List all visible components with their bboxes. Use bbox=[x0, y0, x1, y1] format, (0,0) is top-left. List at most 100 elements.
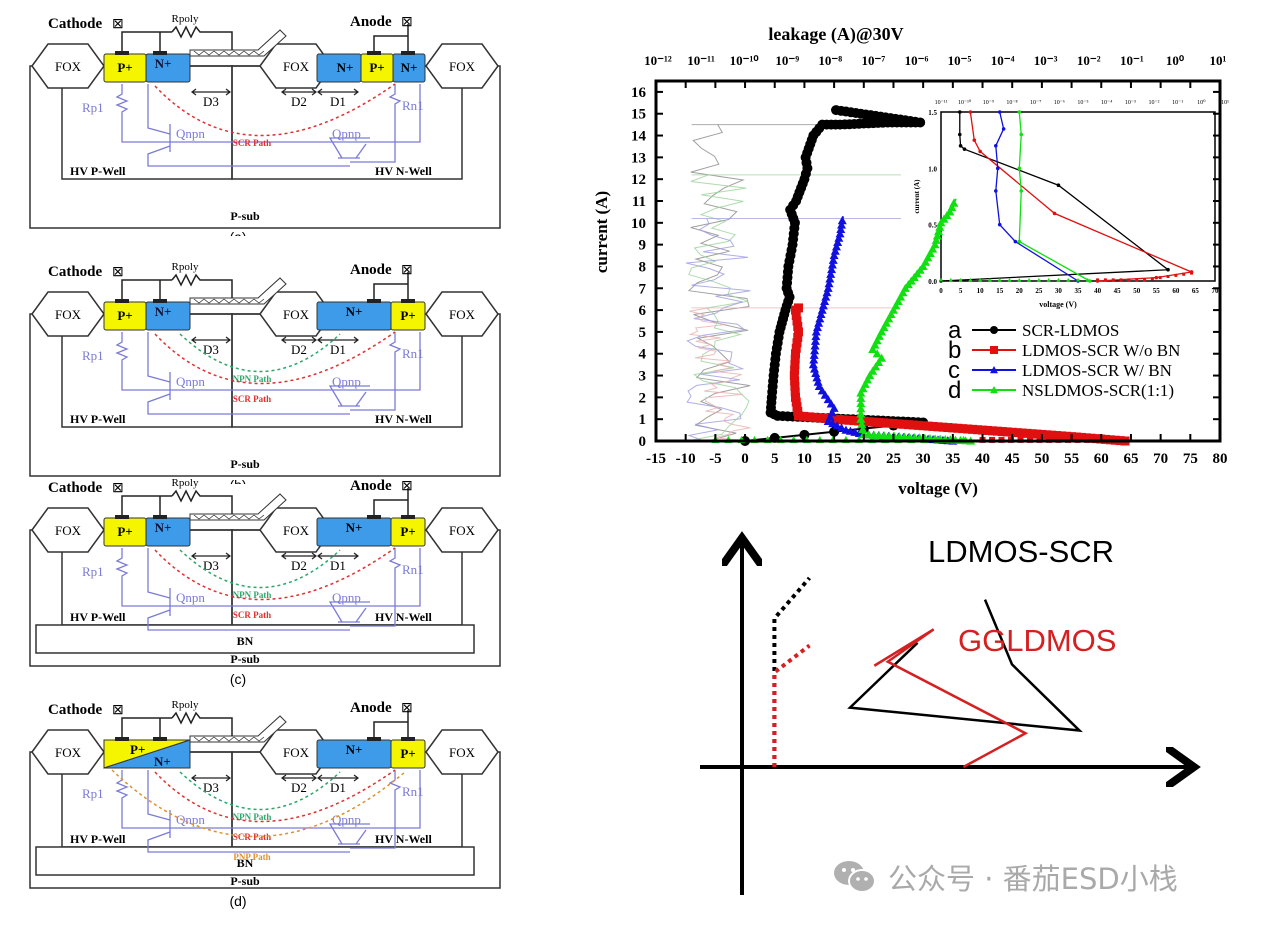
qpnp-label: Qpnp bbox=[332, 374, 361, 389]
legend-letter: a bbox=[948, 317, 962, 344]
data-point bbox=[1057, 431, 1067, 441]
fox-region bbox=[425, 729, 499, 775]
chart-title: leakage (A)@30V bbox=[768, 24, 903, 45]
data-point bbox=[997, 110, 1002, 114]
data-point bbox=[994, 189, 998, 193]
npn-path-label: NPN Path bbox=[233, 374, 272, 384]
legend-letter: c bbox=[948, 357, 960, 384]
top-axis-tick-label: 10⁰ bbox=[1166, 53, 1185, 68]
data-point bbox=[968, 424, 978, 434]
nplus-label: N+ bbox=[346, 520, 363, 535]
data-point bbox=[982, 425, 992, 435]
data-point bbox=[1056, 277, 1061, 282]
legend-label: LDMOS-SCR W/ BN bbox=[1022, 361, 1172, 380]
data-point bbox=[1143, 278, 1147, 282]
inset-top-tick-label: 10⁻⁶ bbox=[1054, 100, 1065, 106]
pplus-label: P+ bbox=[400, 746, 415, 761]
data-point bbox=[995, 166, 1000, 171]
data-point bbox=[831, 242, 841, 251]
y-tick-label: 11 bbox=[632, 194, 646, 210]
data-point bbox=[874, 417, 884, 427]
data-point bbox=[829, 414, 839, 424]
sketch-curve-ggldmos bbox=[873, 628, 1029, 769]
data-point bbox=[978, 149, 982, 154]
sketch-dotted-ldmos-scr bbox=[772, 576, 812, 767]
data-point bbox=[837, 220, 847, 229]
top-axis-tick-label: 10⁻⁶ bbox=[905, 53, 929, 68]
data-point bbox=[949, 198, 959, 207]
data-point bbox=[868, 366, 878, 375]
pplus-label: P+ bbox=[117, 524, 132, 539]
inset-y-tick-label: 0.5 bbox=[928, 222, 937, 230]
data-point bbox=[886, 309, 896, 319]
data-point bbox=[972, 138, 977, 142]
rp1-label: Rp1 bbox=[82, 100, 104, 115]
data-point bbox=[879, 418, 889, 428]
cathode-label: Cathode bbox=[48, 480, 103, 496]
qpnp-label: Qpnp bbox=[332, 126, 361, 141]
data-point bbox=[836, 224, 846, 233]
data-point bbox=[918, 421, 928, 431]
data-point bbox=[874, 357, 884, 367]
x-tick-label: 35 bbox=[945, 451, 960, 467]
data-point bbox=[792, 402, 802, 412]
data-point bbox=[793, 327, 803, 337]
y-tick-label: 13 bbox=[631, 150, 646, 166]
hv-pwell-label: HV P-Well bbox=[70, 412, 126, 426]
data-point bbox=[790, 360, 800, 370]
x-tick-label: 5 bbox=[771, 451, 779, 467]
inset-x-tick-label: 15 bbox=[996, 287, 1004, 295]
data-point bbox=[1052, 431, 1062, 441]
metal-contact bbox=[401, 515, 415, 519]
data-point bbox=[869, 417, 879, 427]
data-point bbox=[888, 305, 898, 314]
data-point bbox=[958, 144, 963, 148]
x-tick-label: 65 bbox=[1123, 451, 1138, 467]
cathode-wire bbox=[121, 495, 172, 515]
data-point bbox=[896, 292, 906, 301]
watermark-text: 公众号 · 番茄ESD小栈 bbox=[888, 862, 1178, 896]
d3-label: D3 bbox=[203, 558, 219, 573]
cathode-wire bbox=[121, 717, 172, 737]
rpoly-resistor bbox=[171, 25, 233, 50]
poly-gate bbox=[189, 715, 287, 743]
rp1-resistor bbox=[115, 332, 421, 391]
cathode-label: Cathode bbox=[48, 16, 103, 32]
data-point bbox=[1103, 278, 1107, 282]
data-point bbox=[790, 381, 800, 391]
hv-nwell-label: HV N-Well bbox=[375, 610, 432, 624]
rpoly-label: Rpoly bbox=[172, 699, 199, 711]
inset-top-tick-label: 10⁻¹⁰ bbox=[958, 99, 972, 106]
inset-series-line bbox=[1018, 111, 1091, 282]
data-point bbox=[837, 423, 847, 432]
anode-terminal-icon: ⊠ bbox=[401, 15, 413, 30]
data-point bbox=[893, 419, 903, 429]
data-point bbox=[823, 416, 833, 425]
top-axis-tick-label: 10⁻⁴ bbox=[991, 53, 1015, 68]
cathode-terminal-icon: ⊠ bbox=[112, 703, 124, 718]
data-point bbox=[832, 421, 842, 430]
data-point bbox=[918, 261, 928, 271]
data-point bbox=[1027, 277, 1032, 282]
qpnp-transistor bbox=[328, 84, 402, 163]
data-point bbox=[813, 377, 823, 386]
nplus-region bbox=[103, 739, 191, 769]
data-point bbox=[825, 274, 835, 283]
data-point bbox=[844, 415, 854, 425]
scr-path-label: SCR Path bbox=[233, 394, 271, 404]
psub-label: P-sub bbox=[230, 209, 260, 223]
pplus-label: P+ bbox=[117, 60, 132, 75]
top-axis-tick-label: 10⁻¹ bbox=[1120, 53, 1144, 68]
data-point bbox=[811, 327, 821, 336]
nplus-label: N+ bbox=[155, 520, 172, 535]
data-point bbox=[828, 419, 838, 428]
data-point bbox=[877, 353, 887, 362]
d3-label: D3 bbox=[203, 780, 219, 795]
fox-region bbox=[425, 507, 499, 553]
inset-top-tick-label: 10⁻¹ bbox=[1172, 100, 1183, 106]
fox-region bbox=[425, 291, 499, 337]
inset-x-tick-label: 35 bbox=[1075, 287, 1083, 295]
data-point bbox=[804, 412, 814, 422]
bn-layer bbox=[35, 624, 475, 654]
data-point bbox=[990, 326, 998, 334]
